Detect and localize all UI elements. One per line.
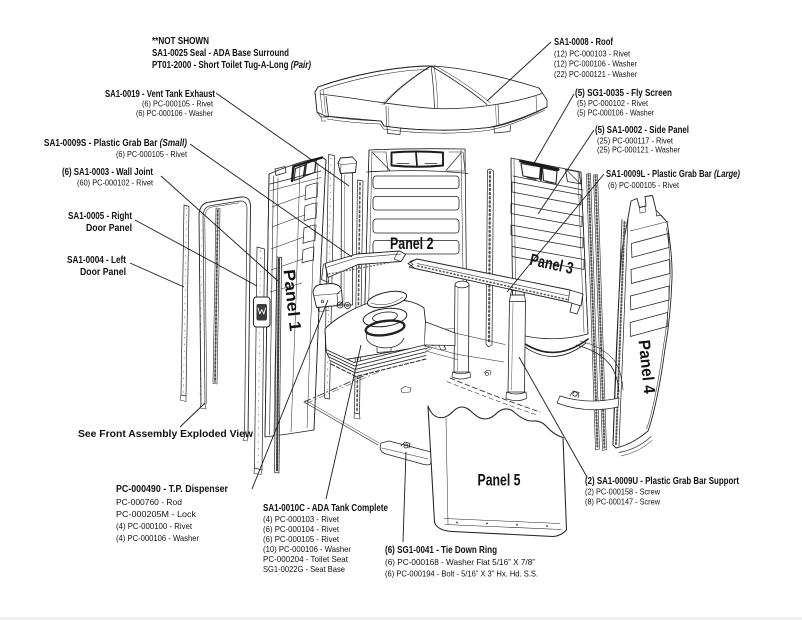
svg-text:(5) SA1-0002 - Side Panel: (5) SA1-0002 - Side Panel [595, 125, 689, 136]
svg-text:PC-000205M - Lock: PC-000205M - Lock [116, 509, 197, 519]
svg-text:(2) SA1-0009U - Plastic Grab B: (2) SA1-0009U - Plastic Grab Bar Support [585, 476, 740, 487]
svg-text:(25) PC-000117 - Rivet: (25) PC-000117 - Rivet [597, 136, 674, 146]
svg-text:(6) PC-000105 - Rivet: (6) PC-000105 - Rivet [263, 534, 340, 544]
svg-text:PC-000490 - T.P. Dispenser: PC-000490 - T.P. Dispenser [116, 484, 228, 495]
svg-text:SA1-0004 - Left: SA1-0004 - Left [67, 255, 127, 266]
svg-text:(6) PC-000104 - Rivet: (6) PC-000104 - Rivet [263, 524, 340, 534]
svg-text:(25) PC-000121 - Washer: (25) PC-000121 - Washer [597, 145, 680, 155]
svg-text:PC-000760 - Rod: PC-000760 - Rod [116, 497, 182, 507]
svg-text:(6) PC-000168 - Washer Flat 5/: (6) PC-000168 - Washer Flat 5/16” X 7/8” [385, 557, 535, 567]
svg-text:Door Panel: Door Panel [86, 223, 132, 234]
svg-text:(8) PC-000147 - Screw: (8) PC-000147 - Screw [585, 497, 661, 507]
svg-text:(10) PC-000106 - Washer: (10) PC-000106 - Washer [263, 544, 351, 554]
svg-text:(6) PC-000105 - Rivet: (6) PC-000105 - Rivet [142, 99, 214, 109]
svg-text:(5) PC-000102 - Rivet: (5) PC-000102 - Rivet [577, 98, 649, 108]
svg-text:SA1-0010C - ADA Tank Complete: SA1-0010C - ADA Tank Complete [263, 503, 388, 514]
svg-text:PT01-2000 - Short Toilet Tug-A: PT01-2000 - Short Toilet Tug-A-Long (Pai… [152, 60, 312, 71]
svg-text:(5) PC-000106 - Washer: (5) PC-000106 - Washer [577, 108, 654, 118]
svg-text:SA1-0025 Seal - ADA Base Surr: SA1-0025 Seal - ADA Base Surround [152, 48, 289, 59]
svg-text:SA1-0009S - Plastic Grab Bar (: SA1-0009S - Plastic Grab Bar (Small) [44, 138, 188, 149]
svg-text:SA1-0009L - Plastic Grab Bar (: SA1-0009L - Plastic Grab Bar (Large) [606, 169, 741, 180]
svg-text:SA1-0008 - Roof: SA1-0008 - Roof [554, 37, 614, 48]
svg-text:Panel 4: Panel 4 [635, 339, 659, 395]
svg-text:SG1-0022G - Seat Base: SG1-0022G - Seat Base [263, 564, 345, 574]
svg-text:(4) PC-000106 - Washer: (4) PC-000106 - Washer [116, 533, 199, 543]
svg-text:(6) PC-000105 - Rivet: (6) PC-000105 - Rivet [116, 149, 188, 159]
svg-text:(12) PC-000103 - Rivet: (12) PC-000103 - Rivet [554, 49, 631, 59]
svg-text:Panel 5: Panel 5 [478, 472, 521, 490]
svg-text:SA1-0019 - Vent Tank Exhaust: SA1-0019 - Vent Tank Exhaust [105, 89, 216, 100]
svg-text:(5) SG1-0035 - Fly Screen: (5) SG1-0035 - Fly Screen [575, 88, 672, 99]
svg-text:(2) PC-000158 - Screw: (2) PC-000158 - Screw [585, 487, 661, 497]
svg-text:(6) SG1-0041 - Tie Down Ring: (6) SG1-0041 - Tie Down Ring [385, 545, 497, 556]
svg-text:Door Panel: Door Panel [80, 267, 126, 278]
svg-text:PC-000204 - Toilet Seat: PC-000204 - Toilet Seat [263, 554, 349, 564]
svg-text:(60) PC-000102 - Rivet: (60) PC-000102 - Rivet [77, 178, 154, 188]
svg-text:(4) PC-000100 - Rivet: (4) PC-000100 - Rivet [116, 521, 193, 531]
svg-text:(6) SA1-0003 - Wall Joint: (6) SA1-0003 - Wall Joint [62, 167, 154, 178]
svg-text:(12) PC-000106 - Washer: (12) PC-000106 - Washer [554, 59, 637, 69]
svg-text:(6) PC-000106 - Washer: (6) PC-000106 - Washer [136, 108, 213, 118]
svg-text:See Front Assembly Exploded Vi: See Front Assembly Exploded View [78, 429, 253, 440]
svg-text:(4) PC-000103 - Rivet: (4) PC-000103 - Rivet [263, 514, 340, 524]
svg-text:(6) PC-000194 - Bolt - 5/16” X: (6) PC-000194 - Bolt - 5/16” X 3” Hx. Hd… [385, 569, 538, 579]
svg-text:(22) PC-000121 - Washer: (22) PC-000121 - Washer [554, 69, 637, 79]
svg-text:SA1-0005 - Right: SA1-0005 - Right [68, 211, 133, 222]
svg-text:(6) PC-000105 - Rivet: (6) PC-000105 - Rivet [608, 180, 680, 190]
svg-text:**NOT SHOWN: **NOT SHOWN [152, 36, 209, 47]
svg-text:Panel 2: Panel 2 [390, 235, 434, 253]
